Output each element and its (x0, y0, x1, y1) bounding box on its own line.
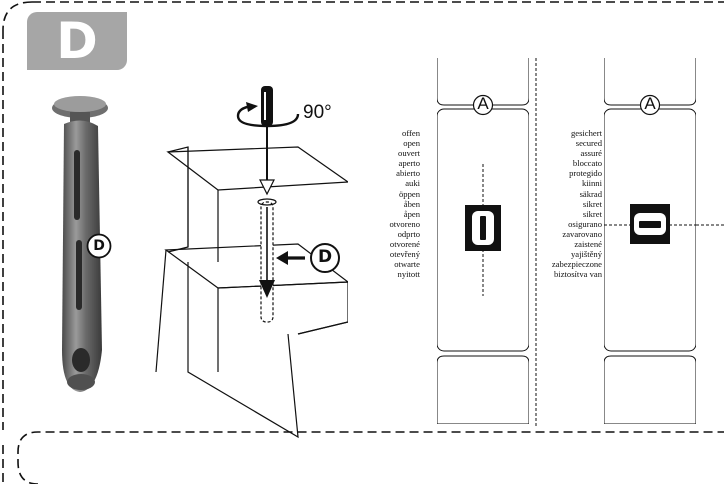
open-word: abierto (396, 168, 420, 179)
part-label-circle (86, 233, 112, 259)
secured-word: yajištěný (570, 249, 602, 260)
open-word: auki (405, 178, 420, 189)
secured-guide-line (696, 224, 724, 226)
slot-label: D (317, 247, 333, 267)
open-word: odprto (397, 228, 420, 239)
step-badge: D (27, 12, 127, 70)
part-label: D (93, 238, 105, 254)
secured-word: gesichert (570, 128, 602, 138)
open-word: ouvert (398, 148, 420, 159)
open-word: open (403, 138, 420, 149)
secured-word: zaistené (574, 239, 602, 250)
step-badge-letter: D (56, 12, 98, 70)
panel-divider (535, 58, 537, 428)
secured-word: biztosítva van (554, 269, 602, 280)
open-word: otwarte (394, 259, 420, 270)
secured-word: protegido (569, 168, 602, 179)
open-word: otvoreno (389, 218, 420, 229)
locking-bar-illustration (52, 96, 108, 392)
secured-word: bloccato (572, 158, 602, 169)
secured-word: osigurano (568, 218, 602, 229)
slot-label-circle (310, 243, 340, 273)
secured-words-column: gesichert secured assuré bloccato proteg… (520, 128, 602, 279)
installation-drawing (155, 86, 348, 439)
open-panel (437, 58, 529, 424)
open-word: otevřený (389, 249, 420, 260)
secured-word: assuré (580, 148, 602, 159)
rotation-angle-label: 90° (303, 102, 332, 123)
secured-word: zabezpieczone (551, 259, 602, 270)
secured-word: sikret (582, 198, 602, 209)
open-word: aperto (398, 158, 420, 169)
open-panel-marker: A (477, 94, 489, 113)
secured-word: säkrad (579, 188, 602, 199)
secured-word: zavarovano (562, 228, 602, 239)
secured-word: secured (575, 138, 602, 149)
secured-word: sikret (582, 208, 602, 219)
open-word: offen (402, 128, 420, 138)
open-word: nyitott (397, 269, 420, 280)
secured-panel-marker: A (644, 94, 656, 113)
secured-word: kiinni (581, 178, 602, 189)
secured-panel (604, 58, 696, 424)
open-word: otvorené (389, 239, 420, 250)
open-word: öppen (398, 188, 420, 199)
open-word: åben (403, 198, 420, 209)
open-word: åpen (403, 208, 420, 219)
open-words-column: offen open ouvert aperto abierto auki öp… (360, 128, 420, 279)
